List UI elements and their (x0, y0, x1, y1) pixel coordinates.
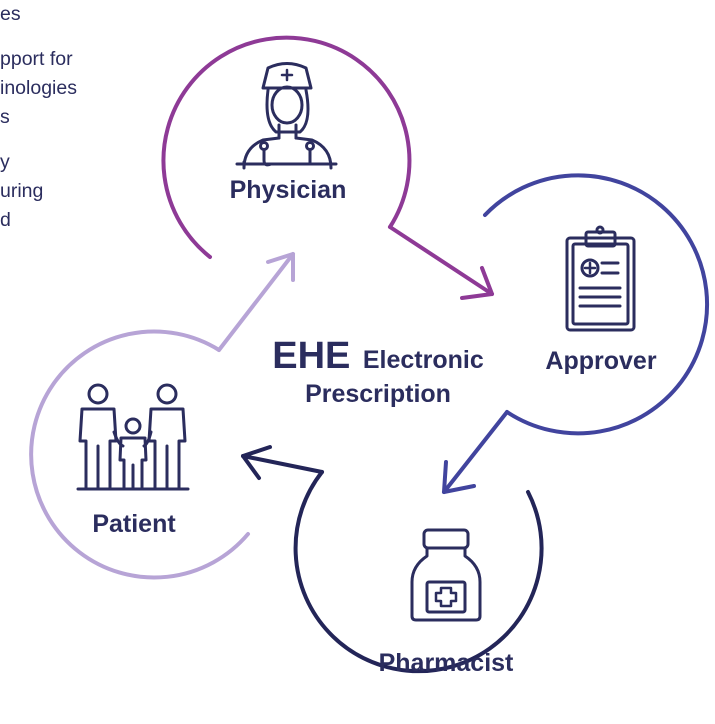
pharmacist-to-patient-arrow (241, 454, 324, 474)
arrowhead (241, 445, 272, 480)
arrowhead (266, 252, 295, 282)
physician-arc (161, 35, 412, 259)
physician-label: Physician (230, 176, 347, 204)
pharmacist-arc (293, 470, 544, 674)
center-title-line1: Electronic (363, 346, 484, 374)
pharmacist-label: Pharmacist (379, 649, 514, 677)
center-title-line2: Prescription (305, 380, 451, 408)
bullet-line: es (0, 3, 21, 25)
approver-loop (442, 173, 709, 494)
bullet-line: inologies (0, 77, 77, 99)
approver-arc (483, 173, 709, 436)
bullet-line: s (0, 106, 10, 128)
medicine-bottle-icon (410, 528, 482, 622)
patient-arc (29, 329, 250, 580)
arrowhead (442, 460, 476, 494)
brand-name: EHE (272, 335, 350, 377)
patient-loop (29, 252, 295, 580)
pharmacist-loop (241, 445, 544, 674)
nurse-icon (235, 62, 338, 170)
approver-to-pharmacist-arrow (442, 410, 509, 494)
arrowhead (460, 266, 494, 300)
bullet-line: uring (0, 180, 44, 202)
bullet-line: d (0, 209, 11, 231)
bullet-line: y (0, 151, 10, 173)
patient-to-physician-arrow (217, 252, 295, 352)
bullet-item: pport for inologies s (0, 45, 140, 132)
family-icon (76, 383, 190, 491)
clipboard-icon (565, 225, 636, 332)
physician-loop (161, 35, 494, 300)
bullet-line: pport for (0, 48, 73, 70)
patient-label: Patient (92, 510, 176, 538)
center-title: EHE Electronic (272, 335, 484, 377)
bullet-item: es (0, 0, 140, 29)
physician-to-approver-arrow (388, 225, 494, 296)
bullet-list: es pport for inologies s y uring d (0, 0, 140, 251)
bullet-item: y uring d (0, 148, 140, 235)
approver-label: Approver (545, 347, 656, 375)
